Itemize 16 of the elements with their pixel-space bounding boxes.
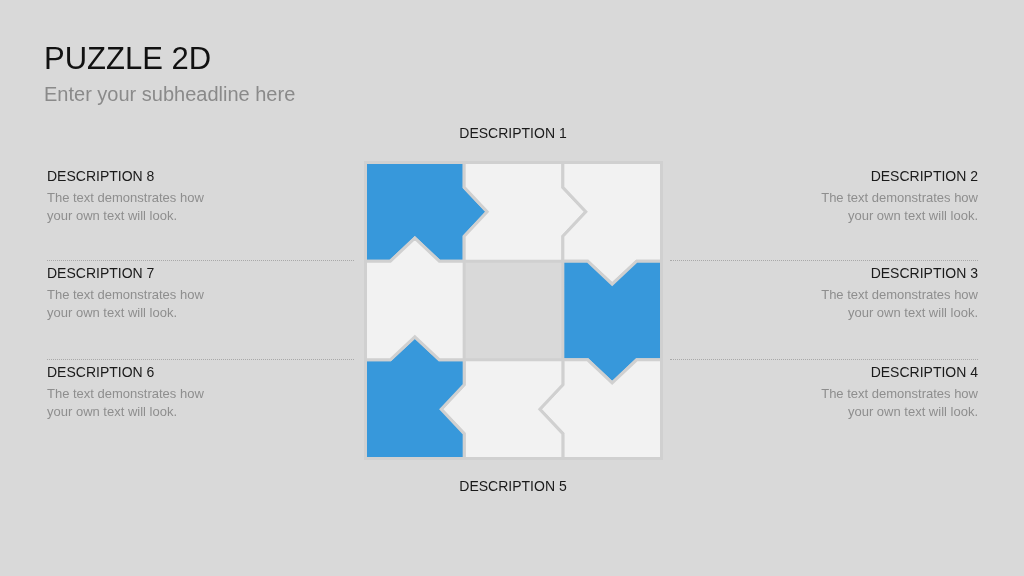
description-heading: DESCRIPTION 8 xyxy=(47,168,155,185)
description-heading: DESCRIPTION 1 xyxy=(459,125,567,142)
description-heading: DESCRIPTION 3 xyxy=(870,265,978,282)
description-text: The text demonstrates how your own text will look. xyxy=(820,286,978,322)
description-heading: DESCRIPTION 6 xyxy=(47,364,155,381)
description-text: The text demonstrates how your own text will look. xyxy=(47,286,205,322)
description-heading: DESCRIPTION 4 xyxy=(870,364,978,381)
description-heading: DESCRIPTION 2 xyxy=(870,168,978,185)
description-heading: DESCRIPTION 5 xyxy=(459,478,567,495)
title: PUZZLE 2D xyxy=(44,41,212,77)
description-text: The text demonstrates how your own text will look. xyxy=(47,385,205,421)
description-text: The text demonstrates how your own text will look. xyxy=(820,189,978,225)
description-text: The text demonstrates how your own text will look. xyxy=(820,385,978,421)
subheadline: Enter your subheadline here xyxy=(44,82,296,106)
description-text: The text demonstrates how your own text will look. xyxy=(47,189,205,225)
description-heading: DESCRIPTION 7 xyxy=(47,265,155,282)
